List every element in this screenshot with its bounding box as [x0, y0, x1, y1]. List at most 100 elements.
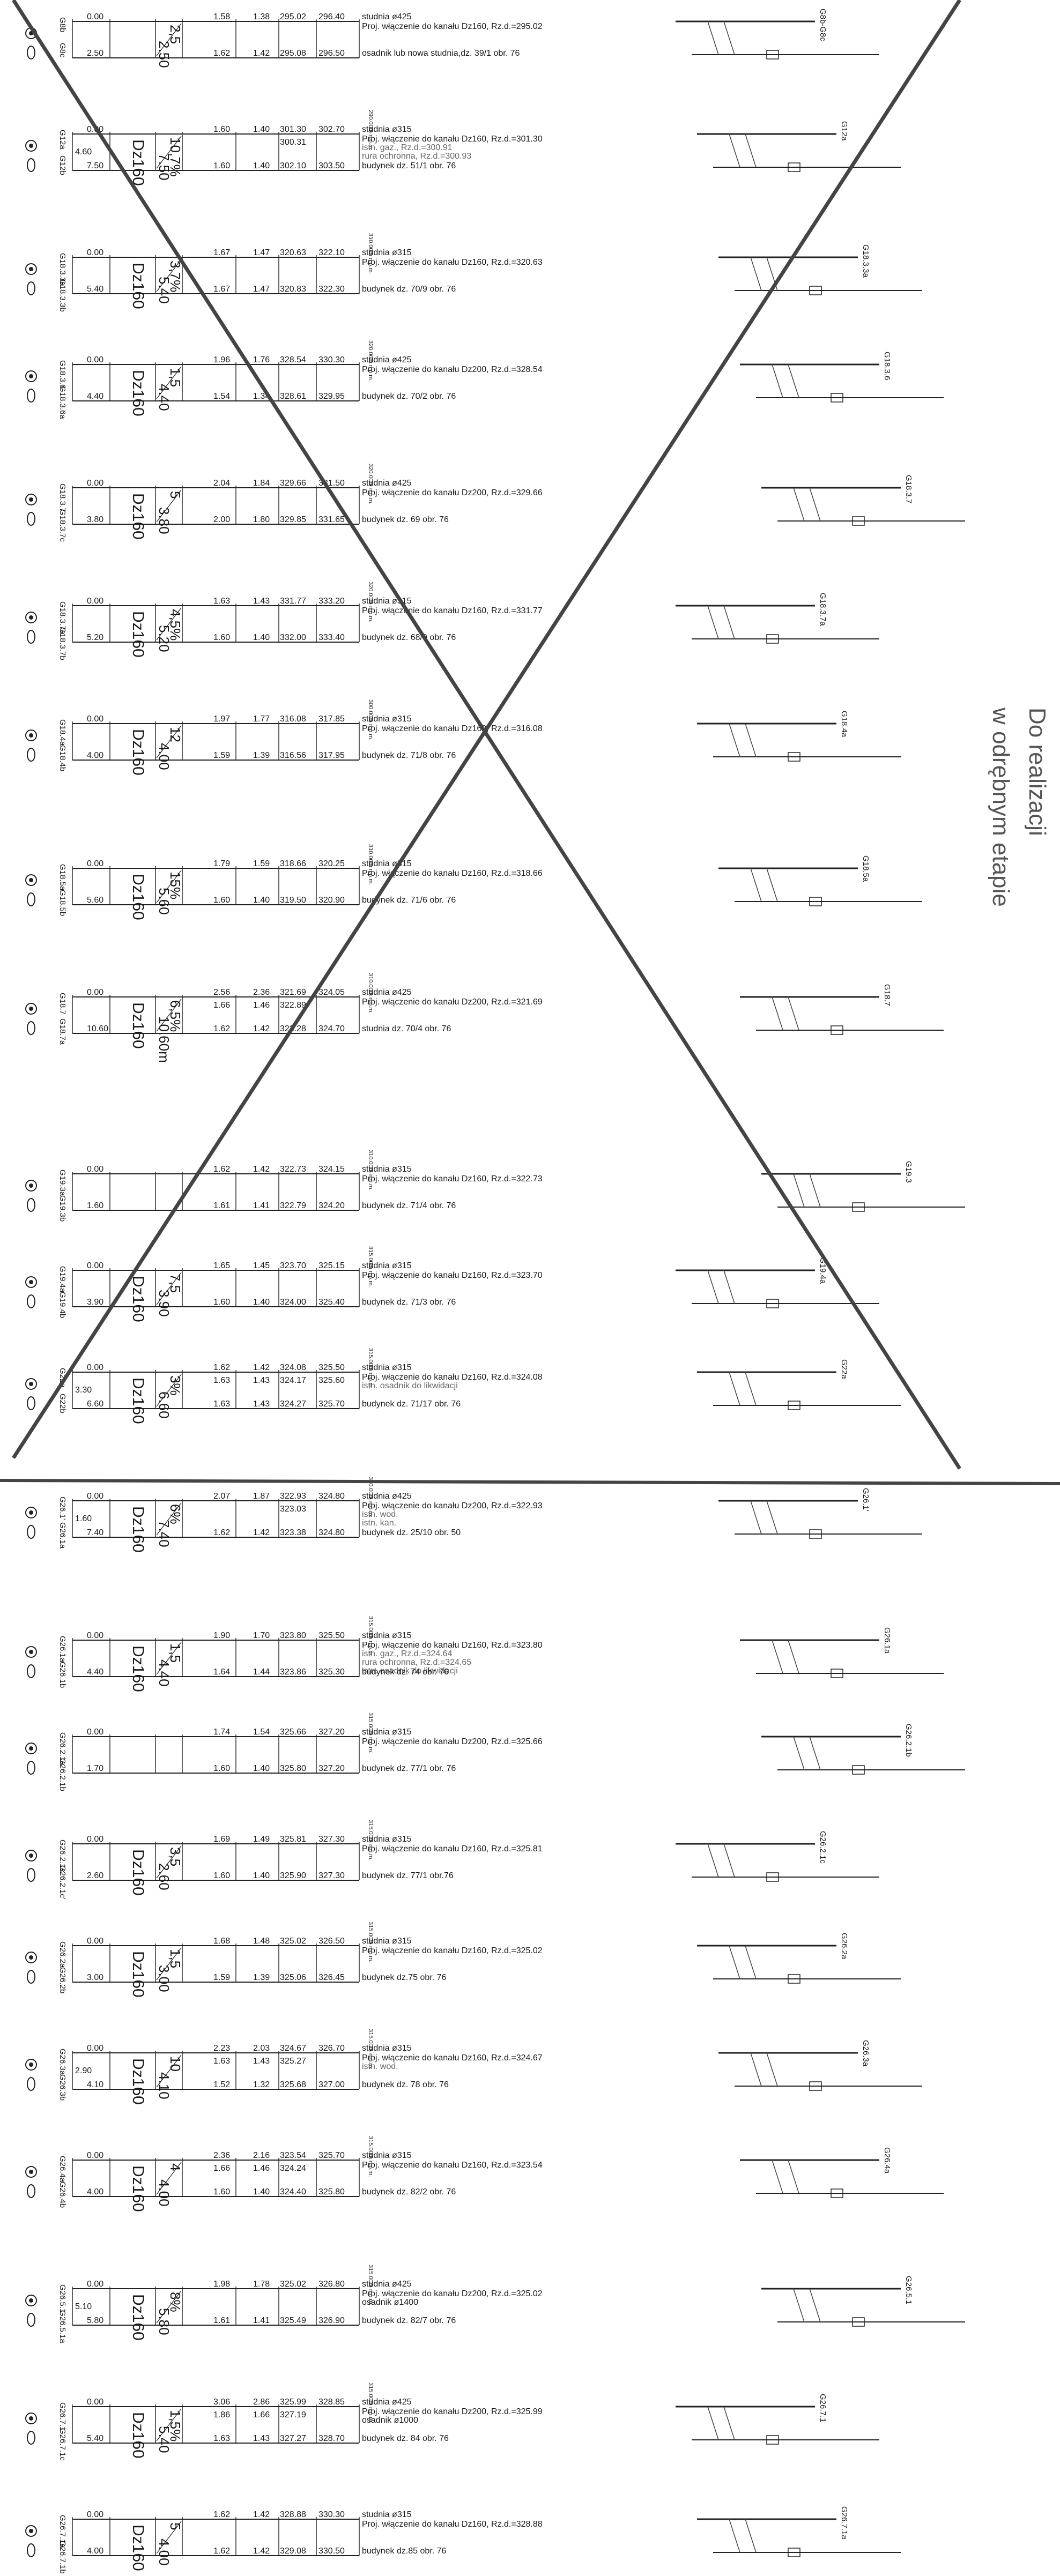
datum-label: 320.00m n.p.m.: [367, 340, 374, 381]
start-label: G26.7.1: [58, 2402, 67, 2431]
end-label: G26.1a: [58, 1522, 67, 1549]
slope-value: 1,5: [167, 1643, 183, 1663]
description-line: budynek dz. 70/2 obr. 76: [362, 392, 456, 401]
length-value: 5.60: [87, 896, 103, 905]
segment-length: 3.00: [156, 1965, 172, 1992]
depth-value: 1.60: [213, 1298, 230, 1307]
start-label: G18.5a: [58, 864, 67, 891]
profile-tag: G26.1a: [883, 1627, 892, 1654]
invert-elevation: 323.38: [280, 1528, 306, 1537]
length-value: 0.00: [87, 479, 103, 488]
description-line: Proj. włączenie do kanału Dz160, Rz.d.=3…: [362, 1641, 543, 1650]
ground-elevation: 322.30: [318, 285, 345, 294]
slope-divider: [156, 1947, 182, 1981]
invert-elevation: 324.67: [280, 2044, 306, 2053]
well-symbol-dot-icon: [29, 733, 33, 738]
zero-symbol-icon: [27, 389, 35, 403]
cover-depth-value: 2.16: [253, 2151, 270, 2160]
slope-divider: [156, 999, 182, 1032]
zero-symbol-icon: [27, 748, 35, 762]
invert-elevation: 329.85: [280, 515, 306, 524]
profile-tag: G12a: [840, 121, 849, 141]
slope-divider: [156, 870, 182, 903]
ground-elevation: 325.80: [318, 2187, 345, 2197]
description-line: budynek dz. 71/17 obr. 76: [362, 1399, 461, 1409]
cover-depth-value: 1.39: [253, 751, 270, 760]
cover-depth-value: 1.32: [253, 2080, 270, 2089]
manhole-icon: [766, 50, 779, 59]
cover-depth-value: 1.84: [253, 479, 270, 488]
datum-label: 315.00m n.p.m.: [367, 1348, 374, 1389]
invert-elevation: 322.89: [280, 1001, 306, 1010]
ground-elevation: 326.70: [318, 2044, 345, 2053]
cover-depth-value: 1.42: [253, 2547, 270, 2556]
well-symbol-dot-icon: [29, 1650, 33, 1654]
depth-value: 1.58: [213, 12, 230, 21]
slope-value: 3%: [167, 1375, 183, 1396]
description-line: Proj. włączenie do kanału Dz200, Rz.d.=3…: [362, 488, 543, 497]
well-symbol-dot-icon: [29, 267, 33, 271]
profile-trench-line: [745, 1945, 757, 1979]
depth-value: 1.52: [213, 2080, 230, 2089]
manhole-icon: [766, 1299, 779, 1308]
invert-elevation: 325.02: [280, 2280, 306, 2289]
invert-elevation: 323.80: [280, 1631, 306, 1640]
slope-divider: [156, 136, 182, 169]
cover-depth-value: 1.80: [253, 515, 270, 524]
manhole-icon: [852, 1202, 865, 1212]
description-line: studnia ø315: [362, 1835, 412, 1844]
well-symbol-icon: [25, 494, 37, 505]
datum-label: 310.00m n.p.m.: [367, 973, 374, 1014]
description-line: budynek dz. 51/1 obr. 76: [362, 161, 456, 170]
profile-tag: G18.3.6: [883, 352, 892, 380]
description-line: budynek dz. 25/10 obr. 50: [362, 1528, 461, 1537]
ground-elevation: 317.95: [318, 751, 345, 760]
invert-elevation: 300.31: [280, 138, 306, 147]
invert-elevation: 325.99: [280, 2398, 306, 2407]
invert-elevation: 316.08: [280, 714, 306, 724]
profile-tag: G18.3.7a: [818, 593, 827, 626]
depth-value: 1.61: [213, 1201, 230, 1210]
ground-elevation: 325.50: [318, 1363, 345, 1372]
start-label: G26.4a: [58, 2156, 67, 2183]
profile-trench-line: [750, 2052, 762, 2087]
profile-trench-line: [793, 487, 805, 522]
profile-tag: G26.1': [861, 1488, 870, 1512]
manhole-icon: [852, 1765, 865, 1775]
datum-label: 315.00m n.p.m.: [367, 1922, 374, 1962]
ground-elevation: 327.00: [318, 2080, 345, 2089]
cover-depth-value: 1.42: [253, 1024, 270, 1033]
ground-elevation: 330.30: [318, 355, 345, 364]
slope-value: 1,5: [167, 1949, 183, 1968]
slope-value: 5: [167, 491, 183, 498]
length-value: 0.00: [87, 1937, 103, 1946]
end-label: G26.7.1b: [58, 2541, 67, 2573]
length-value: 0.00: [87, 1261, 103, 1270]
length-value: 5.40: [87, 285, 103, 294]
segment-length: 10.60m: [156, 1016, 172, 1063]
length-value: 0.00: [87, 1835, 103, 1844]
end-label: G26.2.1b: [58, 1758, 67, 1791]
description-line: istn. osadnik do likwidacji: [362, 1666, 458, 1676]
slope-value: 2,5: [167, 25, 183, 44]
depth-value: 1.63: [213, 1376, 230, 1385]
well-symbol-dot-icon: [29, 374, 33, 378]
length-value: 0.00: [87, 248, 103, 257]
ground-elevation: 296.40: [318, 12, 345, 21]
zero-symbol-icon: [27, 1868, 35, 1882]
depth-value: 1.63: [213, 2057, 230, 2066]
length-value: 1.70: [87, 1764, 103, 1773]
depth-value: 1.69: [213, 1835, 230, 1844]
cover-depth-value: 1.54: [253, 1728, 270, 1737]
length-value: 0.00: [87, 1363, 103, 1372]
manhole-icon: [766, 634, 779, 644]
cancel-cross-line: [12, 0, 961, 1459]
pipe-diameter: Dz160: [129, 1378, 147, 1424]
slope-value: 12: [167, 727, 183, 742]
invert-elevation: 323.70: [280, 1261, 306, 1270]
length-value: 7.40: [87, 1528, 103, 1537]
